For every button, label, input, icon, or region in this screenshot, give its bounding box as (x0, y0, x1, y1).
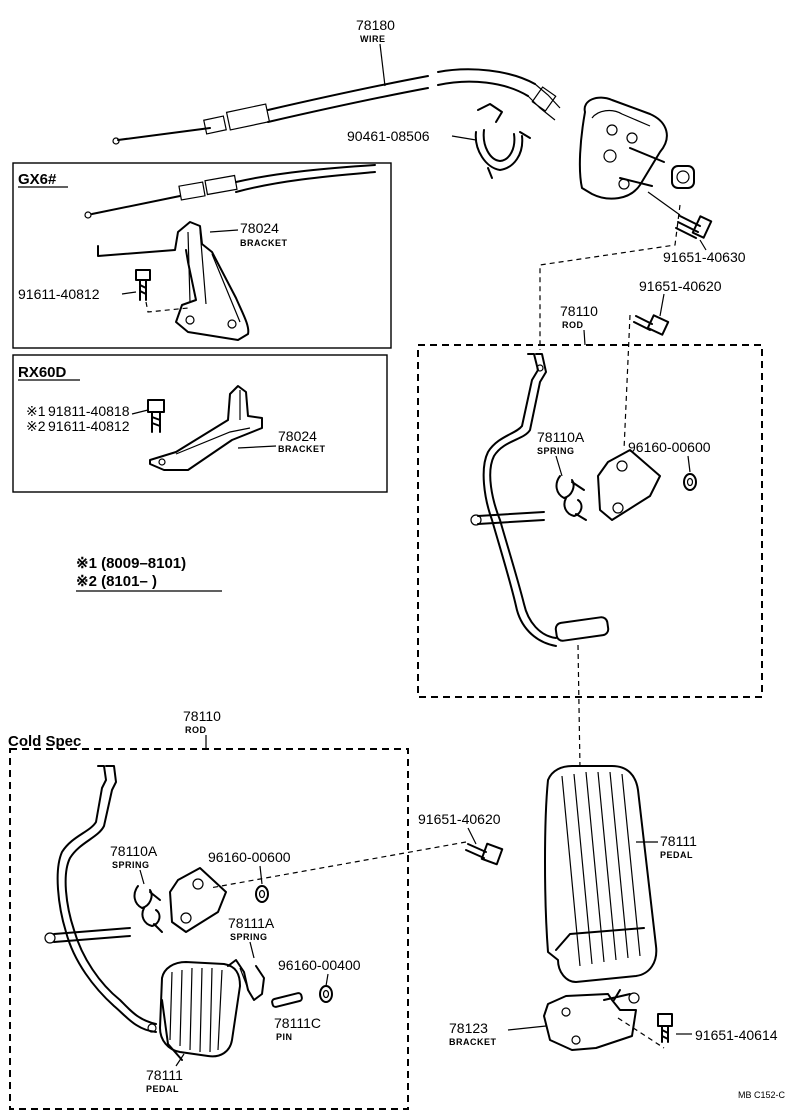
nut-96160-00600-part-number: 96160-00600 (628, 439, 711, 455)
spring-78110a-part-name: SPRING (537, 446, 575, 456)
bracket-78123-part-number: 78123 (449, 1020, 488, 1036)
bolt-40614 (657, 1013, 673, 1043)
cold-bracket-plate (169, 867, 227, 933)
rx60d-bolt2-mark: ※2 (26, 418, 46, 434)
bracket-78123-part-name: BRACKET (449, 1037, 497, 1047)
bolt-40620-upper (633, 314, 670, 336)
cold-nut2-part-number: 96160-00400 (278, 957, 361, 973)
bolt-40630-part-number: 91651-40630 (663, 249, 746, 265)
pedal-78111-part-name: PEDAL (660, 850, 693, 860)
rod-bracket-plate (597, 449, 661, 521)
gx6-bracket (97, 221, 250, 341)
cold-nut1-part-number: 96160-00600 (208, 849, 291, 865)
rx60d-bracket-part-name: BRACKET (278, 444, 326, 454)
spring-78110a (555, 475, 587, 521)
rod-part-name: ROD (562, 320, 584, 330)
cold-spring-78111a-part-name: SPRING (230, 932, 268, 942)
rx60d-bolt1-mark: ※1 (26, 403, 46, 419)
throttle-link-plate (578, 96, 695, 200)
cold-spec-title: Cold Spec (8, 733, 81, 750)
cold-pedal (159, 961, 241, 1061)
rx60d-bolt1-number: 91811-40818 (48, 403, 130, 419)
cold-rod-part-number: 78110 (183, 708, 221, 724)
wire-part-name: WIRE (360, 34, 386, 44)
wire-part-number: 78180 (356, 17, 395, 33)
gx6-bracket-part-number: 78024 (240, 220, 279, 236)
bolt-40620-upper-part-number: 91651-40620 (639, 278, 722, 294)
bolt-40614-part-number: 91651-40614 (695, 1027, 778, 1043)
rx60d-bracket-part-number: 78024 (278, 428, 317, 444)
cold-nut2 (319, 985, 333, 1003)
bolt-40630 (675, 215, 713, 239)
cold-spring-78111a-part-number: 78111A (228, 915, 275, 931)
spring-78110a-part-number: 78110A (537, 429, 585, 445)
gx6-box (12, 162, 392, 349)
accelerator-wire (112, 68, 561, 145)
cold-pin-part-name: PIN (276, 1032, 293, 1042)
cold-pedal-part-number: 78111 (146, 1067, 183, 1083)
cold-rod (44, 765, 157, 1033)
gx6-bolt (135, 269, 151, 301)
rx60d-box (12, 354, 388, 493)
cold-spring-78110a (133, 885, 163, 933)
clamp (474, 103, 531, 179)
rx60d-title: RX60D (18, 364, 67, 381)
rod-assembly-box (417, 344, 763, 698)
clamp-part-number: 90461-08506 (347, 128, 430, 144)
cold-nut1 (255, 885, 269, 903)
cold-pedal-part-name: PEDAL (146, 1084, 179, 1094)
note-1: ※1 (8009–8101) (76, 555, 186, 572)
pedal-78111-part-number: 78111 (660, 833, 697, 849)
note-2: ※2 (8101– ) (76, 573, 157, 590)
rx60d-bolt (147, 399, 165, 433)
rod-part-number: 78110 (560, 303, 598, 319)
bracket-78123 (543, 989, 640, 1051)
diagram-code: MB C152-C (738, 1090, 786, 1100)
cold-spring-78111a (227, 959, 265, 1001)
cold-pin (271, 992, 303, 1008)
rx60d-bracket (149, 385, 263, 471)
bolt-40620-lower-part-number: 91651-40620 (418, 811, 501, 827)
rx60d-bolt2-number: 91611-40812 (48, 418, 130, 434)
rod (470, 353, 610, 647)
cold-pin-part-number: 78111C (274, 1015, 321, 1031)
gx6-wire-end (84, 164, 376, 219)
pedal-78111 (544, 765, 658, 983)
cold-rod-part-name: ROD (185, 725, 207, 735)
cold-spec-box (9, 748, 409, 1110)
gx6-bracket-part-name: BRACKET (240, 238, 288, 248)
gx6-title: GX6# (18, 171, 57, 188)
nut-96160-00600 (683, 473, 697, 491)
gx6-bolt-part-number: 91611-40812 (18, 286, 100, 302)
cold-spring-78110a-part-name: SPRING (112, 860, 150, 870)
cold-spring-78110a-part-number: 78110A (110, 843, 158, 859)
bolt-40620-lower (465, 842, 504, 866)
